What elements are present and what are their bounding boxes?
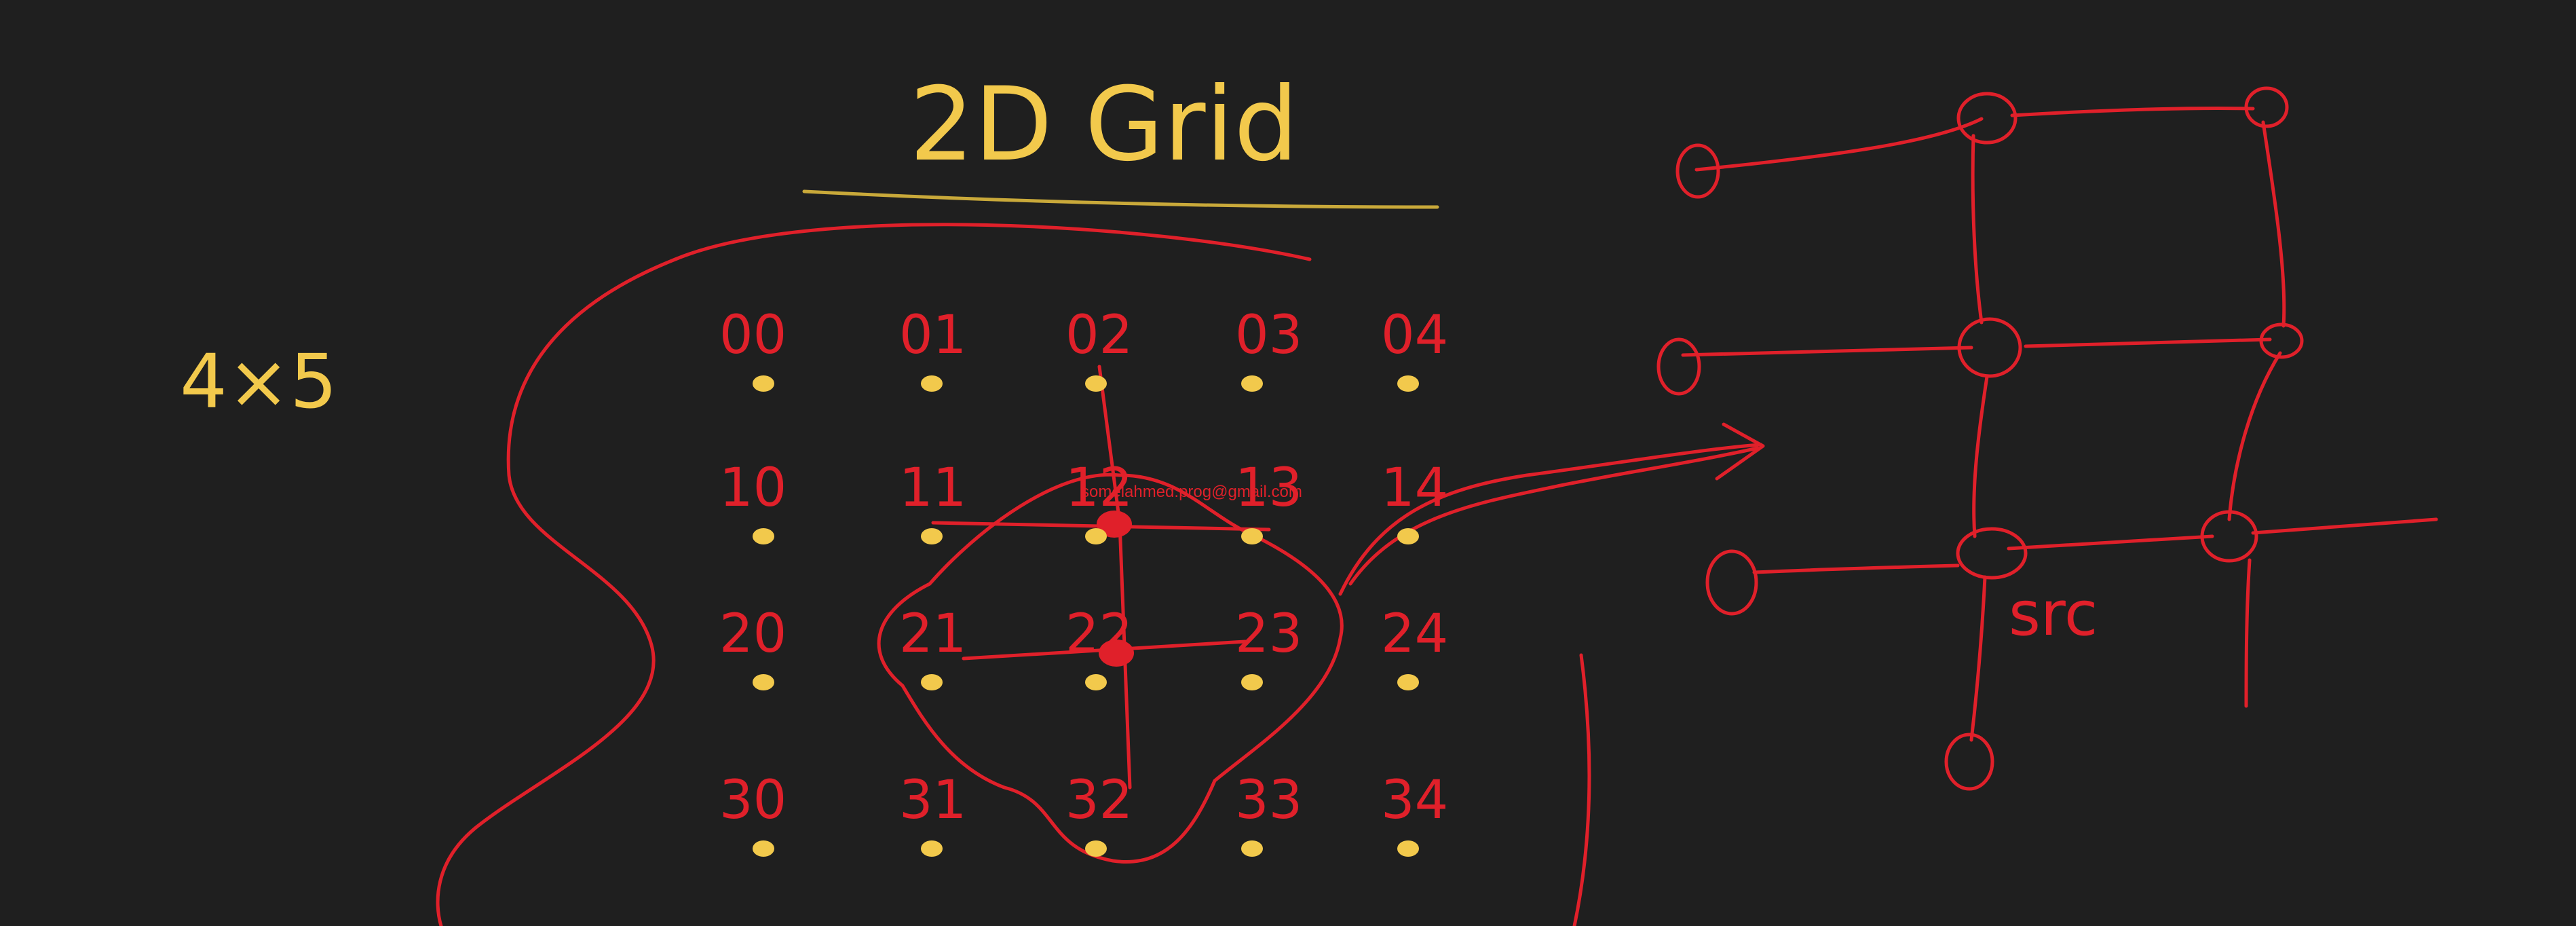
board-title: 2D Grid: [909, 66, 1298, 184]
grid-cell-dot-34: [1397, 840, 1419, 857]
grid-cell-label-03: 03: [1235, 305, 1302, 366]
graph-edge: [2227, 351, 2282, 521]
arrow-head: [1715, 422, 1765, 481]
grid-cell-label-02: 02: [1065, 305, 1133, 366]
grid-cell-label-32: 32: [1065, 770, 1133, 831]
grid-cell-label-21: 21: [899, 604, 966, 665]
active-node-22: [1099, 640, 1134, 667]
grid-cell-label-10: 10: [719, 458, 787, 519]
graph-node: [2259, 322, 2304, 359]
dimension-label: 4×5: [180, 338, 337, 425]
graph-node: [2200, 510, 2258, 563]
mapping-arrow: [1338, 443, 1763, 596]
grid-cell-label-04: 04: [1381, 305, 1448, 366]
grid-cell-dot-23: [1241, 674, 1263, 690]
grid-cell-dot-31: [921, 840, 943, 857]
graph-edge: [1752, 563, 1960, 574]
grid-cell-label-34: 34: [1381, 770, 1448, 831]
grid-cell-label-01: 01: [899, 305, 966, 366]
graph-node: [2244, 86, 2289, 128]
grid-cell-label-20: 20: [719, 604, 787, 665]
graph-edge: [2024, 337, 2272, 348]
grid-cell-dot-14: [1397, 528, 1419, 544]
grid-cell-label-11: 11: [899, 458, 966, 519]
graph-edge: [2261, 120, 2286, 328]
grid-cell-dot-30: [753, 840, 774, 857]
graph-edge: [1971, 134, 1984, 325]
graph-node: [1705, 549, 1758, 616]
grid-cell-dot-02: [1085, 375, 1107, 392]
grid-cell-dot-03: [1241, 375, 1263, 392]
graph-node: [1656, 337, 1701, 396]
graph-edge: [1972, 375, 1989, 538]
grid-cell-dot-33: [1241, 840, 1263, 857]
grid-cell-dot-00: [753, 375, 774, 392]
grid-cells: 00 01 02 03 04 10 11 12 13 14 20 21 22 23 24 30 31 32 33 34: [719, 305, 1448, 857]
grid-cell-dot-04: [1397, 375, 1419, 392]
watermark-email: somelahmed.prog@gmail.com: [1081, 483, 1302, 501]
neighbourhood-blob: [877, 473, 1344, 864]
title-underline: [802, 189, 1439, 209]
grid-cell-dot-11: [921, 528, 943, 544]
grid-cell-dot-24: [1397, 674, 1419, 690]
grid-cell-dot-13: [1241, 528, 1263, 544]
active-node-12: [1097, 511, 1132, 538]
graph-edge: [1694, 117, 1984, 172]
grid-cell-dot-22: [1085, 674, 1107, 690]
grid-cell-label-14: 14: [1381, 458, 1448, 519]
neighbour-link: [1097, 365, 1122, 525]
grid-cell-label-00: 00: [719, 305, 787, 366]
graph-edge: [2007, 534, 2214, 551]
grid-cell-label-31: 31: [899, 770, 966, 831]
grid-cell-dot-12: [1085, 528, 1107, 544]
grid-cell-label-12: 12: [1065, 458, 1133, 519]
grid-enclosure: [436, 223, 1312, 926]
graph-edge: [2244, 558, 2252, 708]
grid-cell-label-22: 22: [1065, 604, 1133, 665]
grid-cell-label-13: 13: [1235, 458, 1302, 519]
grid-cell-label-33: 33: [1235, 770, 1302, 831]
graph-edge: [1681, 346, 1973, 357]
grid-cell-dot-20: [753, 674, 774, 690]
graph-node: [1956, 92, 2018, 145]
grid-cell-label-24: 24: [1381, 604, 1448, 665]
grid-enclosure-right: [1572, 653, 1591, 926]
graph-node: [1957, 317, 2022, 378]
grid-cell-dot-32: [1085, 840, 1107, 857]
graph-representation: src: [1656, 86, 2438, 791]
graph-label: src: [2009, 578, 2098, 650]
graph-node: [1956, 527, 2028, 580]
grid-cell-label-30: 30: [719, 770, 787, 831]
graph-edge: [1969, 575, 1987, 742]
graph-edge: [2010, 106, 2255, 117]
grid-cell-dot-21: [921, 674, 943, 690]
grid-cell-dot-10: [753, 528, 774, 544]
graph-edge: [2251, 517, 2438, 535]
grid-cell-label-23: 23: [1235, 604, 1302, 665]
graph-node: [1675, 143, 1720, 199]
grid-cell-dot-01: [921, 375, 943, 392]
graph-node: [1944, 733, 1994, 791]
